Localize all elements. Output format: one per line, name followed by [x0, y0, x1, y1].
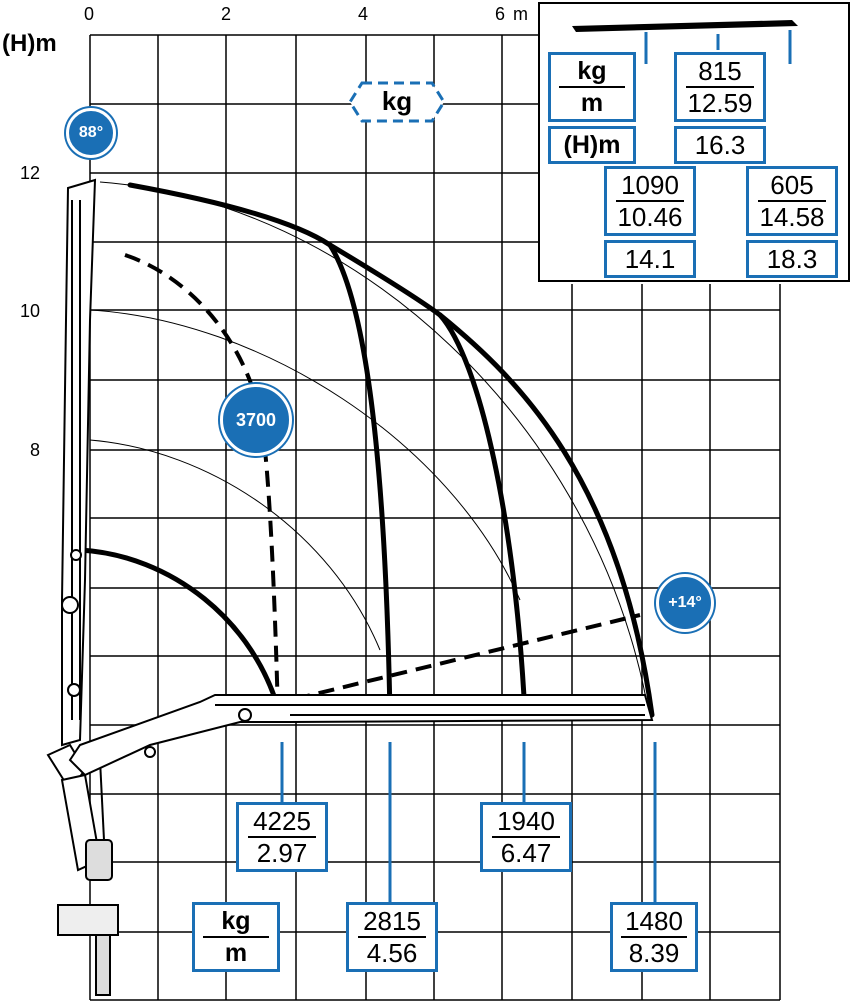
inset-legend-kg: kg [577, 57, 607, 85]
load-leaders [280, 742, 657, 905]
crane-boom [68, 694, 654, 777]
inset-boom-icon [572, 20, 798, 64]
kg-tag: kg [381, 86, 413, 116]
y-tick-10: 10 [20, 301, 41, 321]
x-axis-unit: m [513, 4, 528, 24]
y-tick-8: 8 [30, 440, 41, 460]
inset-m: 12.59 [687, 88, 753, 118]
inset-h: 14.1 [624, 244, 676, 274]
inset-legend-h-label: (H)m [563, 131, 621, 159]
crane-base [57, 759, 119, 996]
x-tick-6: 6 [495, 4, 506, 24]
curve-6-47 [327, 242, 528, 718]
legend-kg-m: kg m [192, 902, 280, 972]
inset-legend-kg-m: kg m [548, 52, 636, 122]
inset-divider [615, 200, 685, 202]
angle-14-badge: +14° [656, 574, 714, 632]
legend-m-label: m [224, 939, 248, 967]
inset-m: 10.46 [617, 202, 683, 232]
curve-2-97 [77, 547, 283, 718]
load-divider [491, 836, 561, 838]
load-divider [621, 936, 687, 938]
x-tick-0: 0 [84, 4, 95, 24]
load-box-3: 1940 6.47 [480, 802, 572, 872]
load-kg: 4225 [253, 806, 311, 836]
load-m: 6.47 [500, 838, 552, 868]
inset-item-1-height: 16.3 [674, 126, 766, 164]
load-m: 4.56 [366, 938, 418, 968]
curve-8-39 [437, 312, 655, 718]
inset-legend-h: (H)m [548, 126, 636, 164]
curve-4-56 [127, 182, 393, 718]
legend-kg-label: kg [221, 907, 251, 935]
x-tick-2: 2 [221, 4, 232, 24]
inset-kg: 815 [698, 56, 742, 86]
load-kg: 1480 [625, 906, 683, 936]
y-axis-unit: (H)m [2, 30, 57, 57]
legend-divider [203, 936, 269, 938]
load-divider [357, 936, 427, 938]
inset-item-3: 605 14.58 [746, 166, 838, 236]
dashed-3700-curve [124, 253, 280, 716]
x-tick-4: 4 [358, 4, 369, 24]
inset-kg: 1090 [621, 170, 679, 200]
inset-item-2-height: 14.1 [604, 240, 696, 278]
crane-mast [46, 178, 97, 792]
inset-h: 18.3 [766, 244, 818, 274]
load-kg: 1940 [497, 806, 555, 836]
load-m: 2.97 [256, 838, 308, 868]
y-tick-12: 12 [20, 163, 41, 183]
load-kg: 2815 [363, 906, 421, 936]
inset-m: 14.58 [759, 202, 825, 232]
inset-item-2: 1090 10.46 [604, 166, 696, 236]
lift-curves [77, 182, 655, 718]
load-box-1: 4225 2.97 [236, 802, 328, 872]
inset-legend-m: m [580, 89, 604, 117]
kg-tag-outline [348, 81, 446, 123]
load-box-2: 2815 4.56 [346, 902, 438, 972]
angle-88-badge: 88° [66, 108, 116, 158]
load-box-4: 1480 8.39 [610, 902, 698, 972]
inset-item-1: 815 12.59 [674, 52, 766, 122]
load-m: 8.39 [628, 938, 680, 968]
load-divider [247, 836, 317, 838]
capacity-3700-badge: 3700 [220, 384, 292, 456]
extension-inset: kg m (H)m 815 12.59 16.3 1090 10.46 14.1… [538, 2, 850, 282]
inset-kg: 605 [770, 170, 814, 200]
inset-divider [685, 86, 755, 88]
inset-item-3-height: 18.3 [746, 240, 838, 278]
inset-h: 16.3 [694, 130, 746, 160]
inset-divider [757, 200, 827, 202]
dashed-14deg-line [269, 613, 641, 707]
inset-legend-divider [559, 86, 625, 88]
